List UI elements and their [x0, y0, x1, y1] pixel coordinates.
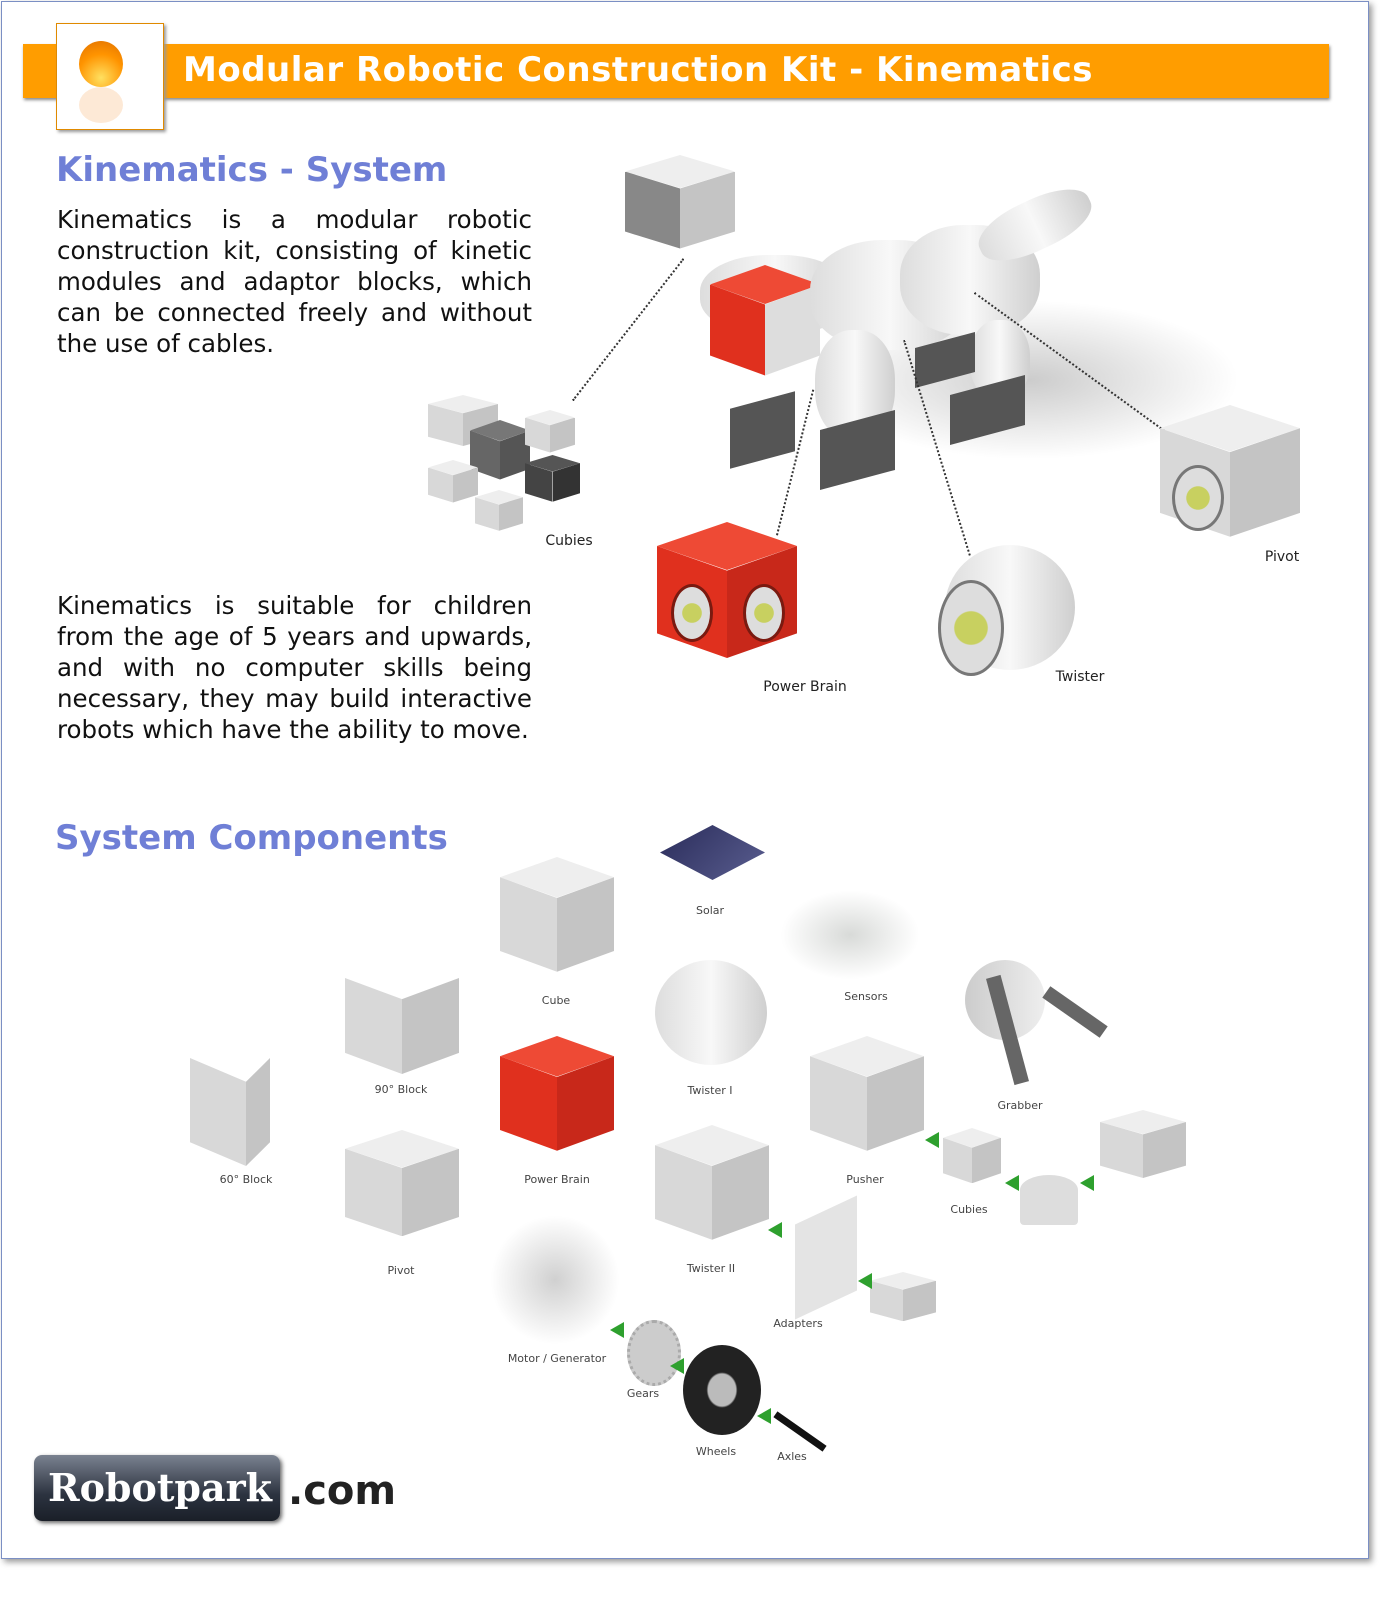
label-pivot: Pivot	[1264, 549, 1300, 565]
label-pivot-component: Pivot	[387, 1264, 415, 1277]
label-motor-generator: Motor / Generator	[507, 1352, 607, 1365]
label-twister-1: Twister I	[687, 1084, 733, 1097]
arrow-icon	[670, 1358, 684, 1374]
label-power-brain: Power Brain	[763, 679, 847, 695]
label-adapters: Adapters	[773, 1317, 823, 1330]
block90-image	[345, 978, 459, 1074]
twister1-image	[655, 960, 767, 1065]
label-twister-2: Twister II	[686, 1262, 736, 1275]
label-twister: Twister	[1055, 669, 1105, 685]
label-grabber: Grabber	[997, 1099, 1043, 1112]
gears-image	[627, 1320, 681, 1386]
robotpark-logo: Robotpark	[34, 1455, 280, 1521]
orb-reflection	[79, 87, 123, 123]
age-paragraph: Kinematics is suitable for children from…	[57, 591, 532, 744]
arrow-icon	[1005, 1175, 1019, 1191]
arrow-icon	[610, 1322, 624, 1338]
label-cubies-component: Cubies	[950, 1203, 988, 1216]
power-brain-image	[657, 522, 797, 682]
motor-image	[490, 1215, 620, 1345]
orb-icon	[79, 41, 123, 87]
orb-logo	[56, 23, 164, 130]
label-sensors: Sensors	[844, 990, 888, 1003]
wheels-image	[683, 1345, 761, 1435]
title-banner	[23, 44, 1329, 98]
logo-text: Robotpark	[48, 1465, 272, 1510]
label-cubies: Cubies	[545, 533, 593, 549]
block60-image	[190, 1058, 270, 1166]
arrow-icon	[925, 1132, 939, 1148]
power-brain-component-image	[500, 1036, 614, 1171]
label-60-block: 60° Block	[219, 1173, 273, 1186]
page-title: Modular Robotic Construction Kit - Kinem…	[183, 50, 1093, 90]
label-wheels: Wheels	[695, 1445, 737, 1458]
label-power-brain-component: Power Brain	[524, 1173, 590, 1186]
intro-paragraph: Kinematics is a modular robotic construc…	[57, 205, 532, 358]
section-heading-components: System Components	[55, 818, 448, 858]
pusher-image	[810, 1036, 924, 1171]
cube-image	[500, 857, 614, 992]
twister2-image	[655, 1125, 769, 1260]
label-solar: Solar	[695, 904, 725, 917]
arrow-icon	[757, 1408, 771, 1424]
section-heading-system: Kinematics - System	[56, 150, 448, 190]
pivot-image	[1160, 405, 1300, 560]
label-axles: Axles	[777, 1450, 807, 1463]
arrow-icon	[1080, 1175, 1094, 1191]
arrow-icon	[768, 1222, 782, 1238]
cubies-component-image	[943, 1128, 1001, 1193]
label-cube: Cube	[541, 994, 571, 1007]
pivot-component-image	[345, 1130, 459, 1255]
sensors-image	[780, 890, 920, 980]
label-pusher: Pusher	[846, 1173, 884, 1186]
logo-domain-suffix: .com	[288, 1468, 397, 1514]
arrow-icon	[858, 1273, 872, 1289]
label-90-block: 90° Block	[374, 1083, 428, 1096]
page-frame	[1, 1, 1369, 1559]
label-gears: Gears	[626, 1387, 660, 1400]
